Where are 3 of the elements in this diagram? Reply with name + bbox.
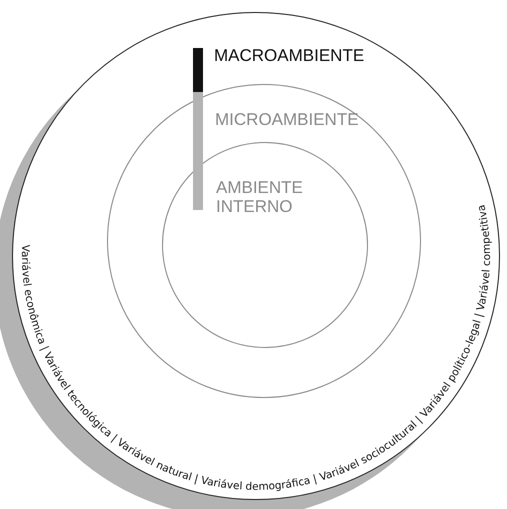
ring-title: MACROAMBIENTE	[214, 46, 364, 65]
ring-title: AMBIENTE INTERNO	[216, 178, 304, 216]
ring-title: MICROAMBIENTE	[215, 110, 359, 129]
